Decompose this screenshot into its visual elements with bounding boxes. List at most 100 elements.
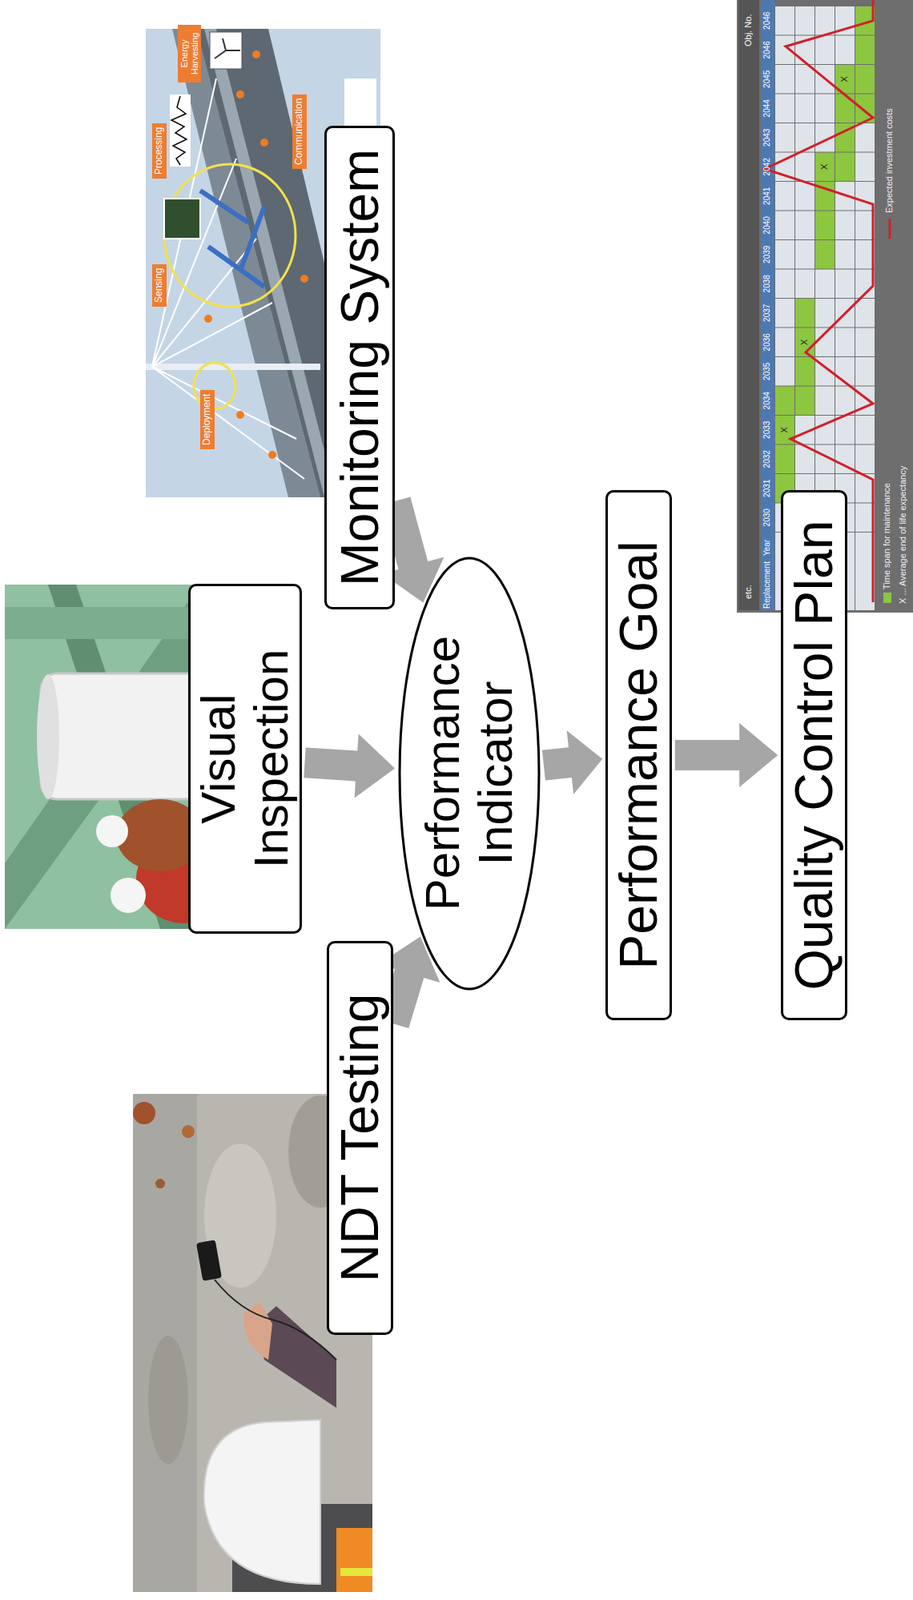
process-box: NDT Testing [326,941,394,1336]
illustration-shape [888,218,892,239]
node-text: Visual Inspection [192,593,298,925]
table-cell [835,36,855,65]
table-cell [795,6,815,36]
node-text: NDT Testing [330,993,390,1284]
process-box: Performance Goal [605,490,672,1021]
table-cell [835,94,855,124]
table-cell-text: 2037 [762,298,773,328]
illustration-shape [132,1102,156,1125]
table-cell [835,328,855,358]
illustration-shape [260,138,269,147]
table-cell [815,240,835,270]
table-cell-text: Replacement [762,561,773,609]
table-cell [775,269,795,299]
block-arrow [542,730,603,795]
table-cell-text: 2042 [762,152,773,182]
illustration-shape [208,246,265,287]
illustration-shape [169,94,191,167]
table-cell [775,211,795,241]
table-cell-text: Obj. No. [743,14,754,47]
table-cell [775,328,795,358]
ellipse-shape [399,557,539,989]
process-box: Visual Inspection [188,583,302,934]
table-cell [815,269,835,299]
table-cell [775,181,795,211]
illustration-shape [145,363,321,371]
table-cell [795,240,815,270]
table-cell [835,211,855,241]
table-cell [855,445,875,475]
table-cell [855,152,875,182]
end-of-life-mark: X [779,415,790,445]
table-cell-text: 2039 [762,240,773,270]
photo-callout: Energy Harvesting [177,24,202,83]
illustration-shape [300,274,309,283]
table-cell [855,36,875,65]
illustration-shape [152,302,273,367]
table-cell [795,298,815,328]
table-cell [855,357,875,387]
illustration-shape [155,1178,165,1189]
table-cell [855,64,875,94]
table-cell [775,240,795,270]
table-cell-text: 2040 [762,211,773,241]
table-cell [815,298,835,328]
illustration-shape [236,90,245,99]
table-cell [815,211,835,241]
table-cell [855,240,875,270]
illustration-shape [225,49,241,52]
photo-callout: Communication [292,94,307,169]
table-cell [815,94,835,124]
table-cell [775,6,795,36]
table-cell [775,357,795,387]
table-cell-text: 2032 [762,445,773,475]
table-cell [835,386,855,416]
illustration-shape [164,164,296,307]
table-cell [855,211,875,241]
table-cell-text: 2031 [762,474,773,503]
illustration-shape [240,206,265,271]
table-cell [835,152,855,182]
table-cell [795,386,815,416]
end-of-life-mark: X [819,152,830,182]
illustration-shape [132,1093,198,1593]
photo-callout: Sensing [152,264,167,307]
process-box: Monitoring System [324,125,395,610]
table-cell [855,181,875,211]
table-cell [815,36,835,65]
node-text: Performance Indicator [416,608,523,939]
table-cell [795,211,815,241]
table-cell [795,181,815,211]
table-cell [815,386,835,416]
illustration-shape [36,674,60,800]
illustration-shape [152,366,305,479]
block-arrow [675,723,778,788]
table-cell [835,415,855,445]
table-cell [775,94,795,124]
illustration-shape [148,1335,189,1465]
illustration-shape [164,198,201,239]
table-cell-text: 2045 [762,64,773,94]
illustration-shape [181,1125,195,1139]
block-arrow [303,734,395,799]
illustration-shape [214,1279,337,1360]
table-cell [775,445,795,475]
table-cell-text: etc. [743,584,754,600]
illustration-shape [152,78,217,367]
table-row-label-cell [855,532,875,611]
table-cell [775,123,795,153]
table-cell-text: 2036 [762,328,773,358]
legend-text: Expected investment costs [884,108,895,214]
illustration-shape [204,28,337,498]
table-cell [815,6,835,36]
illustration-shape [222,38,226,51]
illustration-shape [738,0,760,611]
table-cell [855,503,875,533]
table-cell-text: Year [762,539,773,556]
table-cell-text: 2044 [762,94,773,124]
table-cell [835,269,855,299]
table-cell-text: 2046 [762,36,773,65]
table-cell [795,152,815,182]
illustration-shape [336,1528,373,1593]
illustration-shape [110,877,146,913]
